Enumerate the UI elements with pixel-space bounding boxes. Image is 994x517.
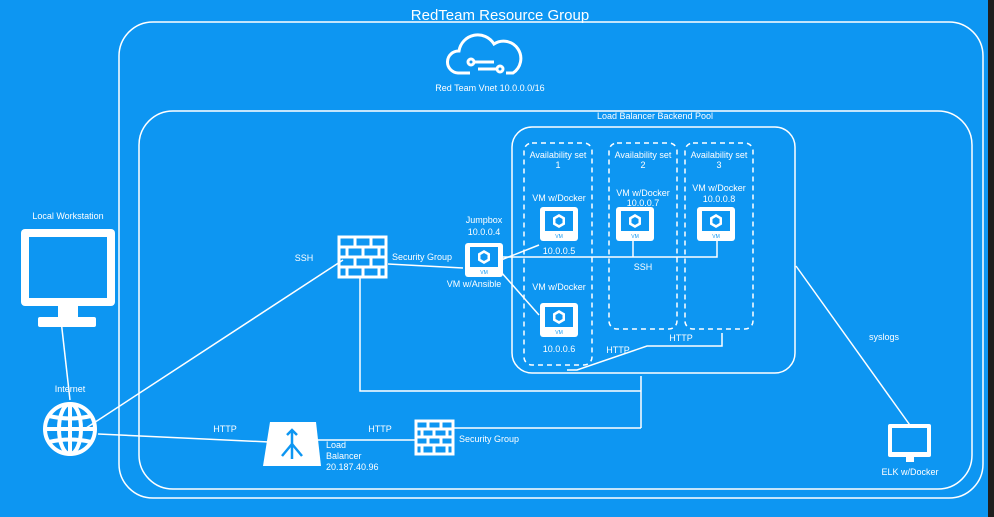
link-internet-firewall bbox=[79, 259, 344, 433]
vm5-title: VM w/Docker bbox=[532, 193, 586, 203]
vm7-ip: 10.0.0.7 bbox=[626, 198, 660, 208]
azure-cloud-icon bbox=[446, 33, 523, 75]
link-sg-down bbox=[359, 278, 641, 392]
backend-pool-label: Load Balancer Backend Pool bbox=[596, 111, 714, 121]
vm6-ip: 10.0.0.6 bbox=[542, 344, 576, 354]
availability-set-1-number: 1 bbox=[555, 160, 561, 170]
load-balancer-label: Load bbox=[326, 440, 347, 450]
resource-group-boundary bbox=[118, 21, 984, 499]
security-group-label: Security Group bbox=[459, 434, 520, 444]
availability-set-3-title: Availability set bbox=[690, 150, 748, 160]
link-workstation-internet bbox=[60, 319, 71, 401]
backend-pool-boundary bbox=[511, 126, 796, 374]
vnet-boundary bbox=[138, 110, 973, 490]
firewall-icon bbox=[337, 235, 388, 279]
availability-set-2-number: 2 bbox=[640, 160, 646, 170]
availability-set-3-number: 3 bbox=[716, 160, 722, 170]
jumpbox-role: VM w/Ansible bbox=[446, 279, 502, 289]
availability-set-1-title: Availability set bbox=[529, 150, 587, 160]
jumpbox-ip: 10.0.0.4 bbox=[467, 227, 501, 237]
link-syslogs bbox=[795, 265, 913, 429]
resource-group-title: RedTeam Resource Group bbox=[410, 7, 590, 24]
security-group-label: Security Group bbox=[392, 252, 453, 262]
internet-label: Internet bbox=[54, 384, 86, 394]
jumpbox-name: Jumpbox bbox=[465, 215, 503, 225]
link-jump-vm8 bbox=[501, 239, 718, 258]
monitor-icon bbox=[888, 424, 931, 462]
load-balancer-label: Balancer bbox=[326, 451, 362, 461]
vm7-title: VM w/Docker bbox=[616, 188, 670, 198]
syslogs-label: syslogs bbox=[868, 332, 899, 342]
vm-icon bbox=[616, 207, 654, 241]
elk-label: ELK w/Docker bbox=[881, 467, 939, 477]
vm6-title: VM w/Docker bbox=[532, 282, 586, 292]
load-balancer-ip: 20.187.40.96 bbox=[326, 462, 379, 472]
link-jump-vm6 bbox=[500, 271, 540, 316]
load-balancer-icon bbox=[263, 422, 321, 466]
firewall-icon bbox=[414, 419, 455, 456]
vm-icon bbox=[697, 207, 735, 241]
ssh-label: SSH bbox=[294, 253, 314, 263]
vm-icon bbox=[540, 303, 578, 337]
vm8-ip: 10.0.0.8 bbox=[702, 194, 736, 204]
vm-icon bbox=[465, 243, 503, 277]
vnet-label: Red Team Vnet 10.0.0.0/16 bbox=[435, 83, 545, 93]
link-internet-lb bbox=[97, 433, 270, 443]
vm-icon bbox=[540, 207, 578, 241]
availability-set-2 bbox=[608, 142, 678, 330]
ssh-vms-label: SSH bbox=[633, 262, 653, 272]
availability-set-1 bbox=[523, 142, 593, 366]
http-lb-label: HTTP bbox=[368, 424, 392, 434]
globe-icon bbox=[43, 402, 97, 456]
http-pool-label: HTTP bbox=[669, 333, 693, 343]
availability-set-2-title: Availability set bbox=[614, 150, 672, 160]
availability-set-3 bbox=[684, 142, 754, 330]
vm8-title: VM w/Docker bbox=[692, 183, 746, 193]
monitor-icon bbox=[21, 229, 115, 327]
http-pool-label: HTTP bbox=[606, 345, 630, 355]
link-sg-jumpbox bbox=[387, 263, 464, 269]
vm5-ip: 10.0.0.5 bbox=[542, 246, 576, 256]
link-http-pool bbox=[567, 333, 723, 371]
http-internet-label: HTTP bbox=[213, 424, 237, 434]
local-workstation-label: Local Workstation bbox=[32, 211, 104, 221]
